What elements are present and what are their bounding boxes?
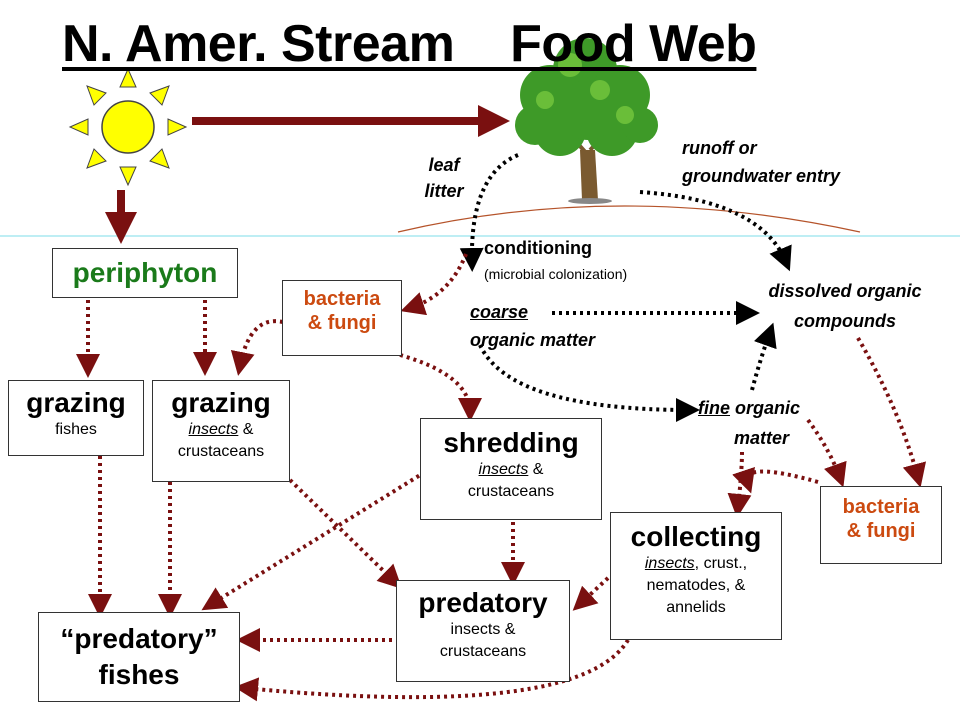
collecting-rest: , crust., xyxy=(694,555,748,572)
stream-bank-curve xyxy=(397,205,861,233)
dissolved-line1: dissolved organic xyxy=(768,281,922,301)
bacteria-right-line2: & fungi xyxy=(846,520,916,542)
label-runoff: runoff or groundwater entry xyxy=(682,134,840,190)
shredding-sub2: crustaceans xyxy=(467,483,555,500)
predatory-insects-sub: insects & xyxy=(450,621,516,638)
leaf-litter-line1: leaf xyxy=(428,155,460,175)
label-dissolved: dissolved organic compounds xyxy=(742,276,948,336)
arrow-collecting-to-predatory-insects xyxy=(572,576,610,611)
fine-rest: organic xyxy=(730,398,801,418)
grazing-insects-sub: insects & xyxy=(153,419,289,441)
leaf-litter-line2: litter xyxy=(424,181,464,201)
node-bacteria-fungi-right: bacteria & fungi xyxy=(820,486,942,564)
arrow-dissolved-to-bacteria-right xyxy=(856,336,927,488)
node-grazing-insects: grazing insects & crustaceans xyxy=(152,380,290,482)
arrow-conditioning-to-bacteria xyxy=(400,253,468,316)
shredding-title: shredding xyxy=(443,427,579,458)
grazing-insects-underlined: insects xyxy=(188,421,239,438)
predatory-fishes-line2: fishes xyxy=(98,659,180,690)
node-grazing-fishes: grazing fishes xyxy=(8,380,144,456)
fine-line2: matter xyxy=(734,428,790,448)
label-fine: fine organic matter xyxy=(698,393,848,453)
shredding-sub: insects & xyxy=(421,459,601,481)
arrow-bacteria-to-shredding xyxy=(399,353,482,422)
arrow-leaf-litter xyxy=(459,153,519,272)
collecting-sub3: annelids xyxy=(666,599,726,616)
coarse-underlined: coarse xyxy=(470,302,529,322)
node-collecting: collecting insects, crust., nematodes, &… xyxy=(610,512,782,640)
collecting-sub: insects, crust., xyxy=(611,553,781,575)
tree-icon xyxy=(515,38,658,204)
shredding-underlined: insects xyxy=(478,461,529,478)
arrow-shredding-to-predatory-fishes xyxy=(201,470,427,611)
periphyton-label: periphyton xyxy=(72,257,218,288)
fine-underlined: fine xyxy=(698,398,731,418)
shredding-rest: & xyxy=(528,461,544,478)
bacteria-right-line1: bacteria xyxy=(842,496,920,518)
label-microbial: (microbial colonization) xyxy=(484,266,628,282)
arrow-coarse-to-fine xyxy=(478,344,700,422)
node-shredding: shredding insects & crustaceans xyxy=(420,418,602,520)
bacteria-top-line1: bacteria xyxy=(303,288,381,310)
arrow-bacteria-right-to-collecting xyxy=(732,466,819,494)
coarse-line2: organic matter xyxy=(470,330,596,350)
runoff-line2: groundwater entry xyxy=(682,166,841,186)
collecting-sub2: nematodes, & xyxy=(646,577,746,594)
arrow-collecting-to-predatory-fishes xyxy=(234,638,630,702)
page-title: N. Amer. Stream Food Web xyxy=(62,15,757,73)
predatory-insects-sub2: crustaceans xyxy=(439,643,527,660)
arrow-fine-to-dissolved xyxy=(750,322,777,391)
bacteria-top-line2: & fungi xyxy=(307,312,377,334)
node-periphyton: periphyton xyxy=(52,248,238,298)
arrow-grazing-insects-to-predatory-insects xyxy=(288,478,403,589)
collecting-underlined: insects xyxy=(644,555,695,572)
runoff-line1: runoff or xyxy=(682,138,757,158)
grazing-insects-rest: & xyxy=(238,421,254,438)
predatory-fishes-line1: “predatory” xyxy=(60,623,218,654)
label-leaf-litter: leaf litter xyxy=(414,152,474,204)
sun-icon xyxy=(68,67,188,187)
label-conditioning: conditioning xyxy=(484,238,592,258)
dissolved-line2: compounds xyxy=(794,311,896,331)
arrow-fine-to-bacteria-right xyxy=(806,418,847,488)
node-predatory-insects: predatory insects & crustaceans xyxy=(396,580,570,682)
label-coarse: coarse organic matter xyxy=(470,298,595,354)
collecting-title: collecting xyxy=(630,521,762,552)
grazing-insects-sub2: crustaceans xyxy=(177,443,265,460)
arrow-bacteria-to-grazing-insects xyxy=(230,319,284,376)
predatory-insects-title: predatory xyxy=(418,587,548,618)
grazing-fishes-sub: fishes xyxy=(55,421,97,438)
arrow-fine-to-collecting xyxy=(727,451,752,518)
grazing-insects-title: grazing xyxy=(171,387,271,418)
node-bacteria-fungi-top: bacteria & fungi xyxy=(282,280,402,356)
arrow-runoff xyxy=(639,190,792,272)
grazing-fishes-title: grazing xyxy=(26,387,126,418)
node-predatory-fishes: “predatory” fishes xyxy=(38,612,240,702)
